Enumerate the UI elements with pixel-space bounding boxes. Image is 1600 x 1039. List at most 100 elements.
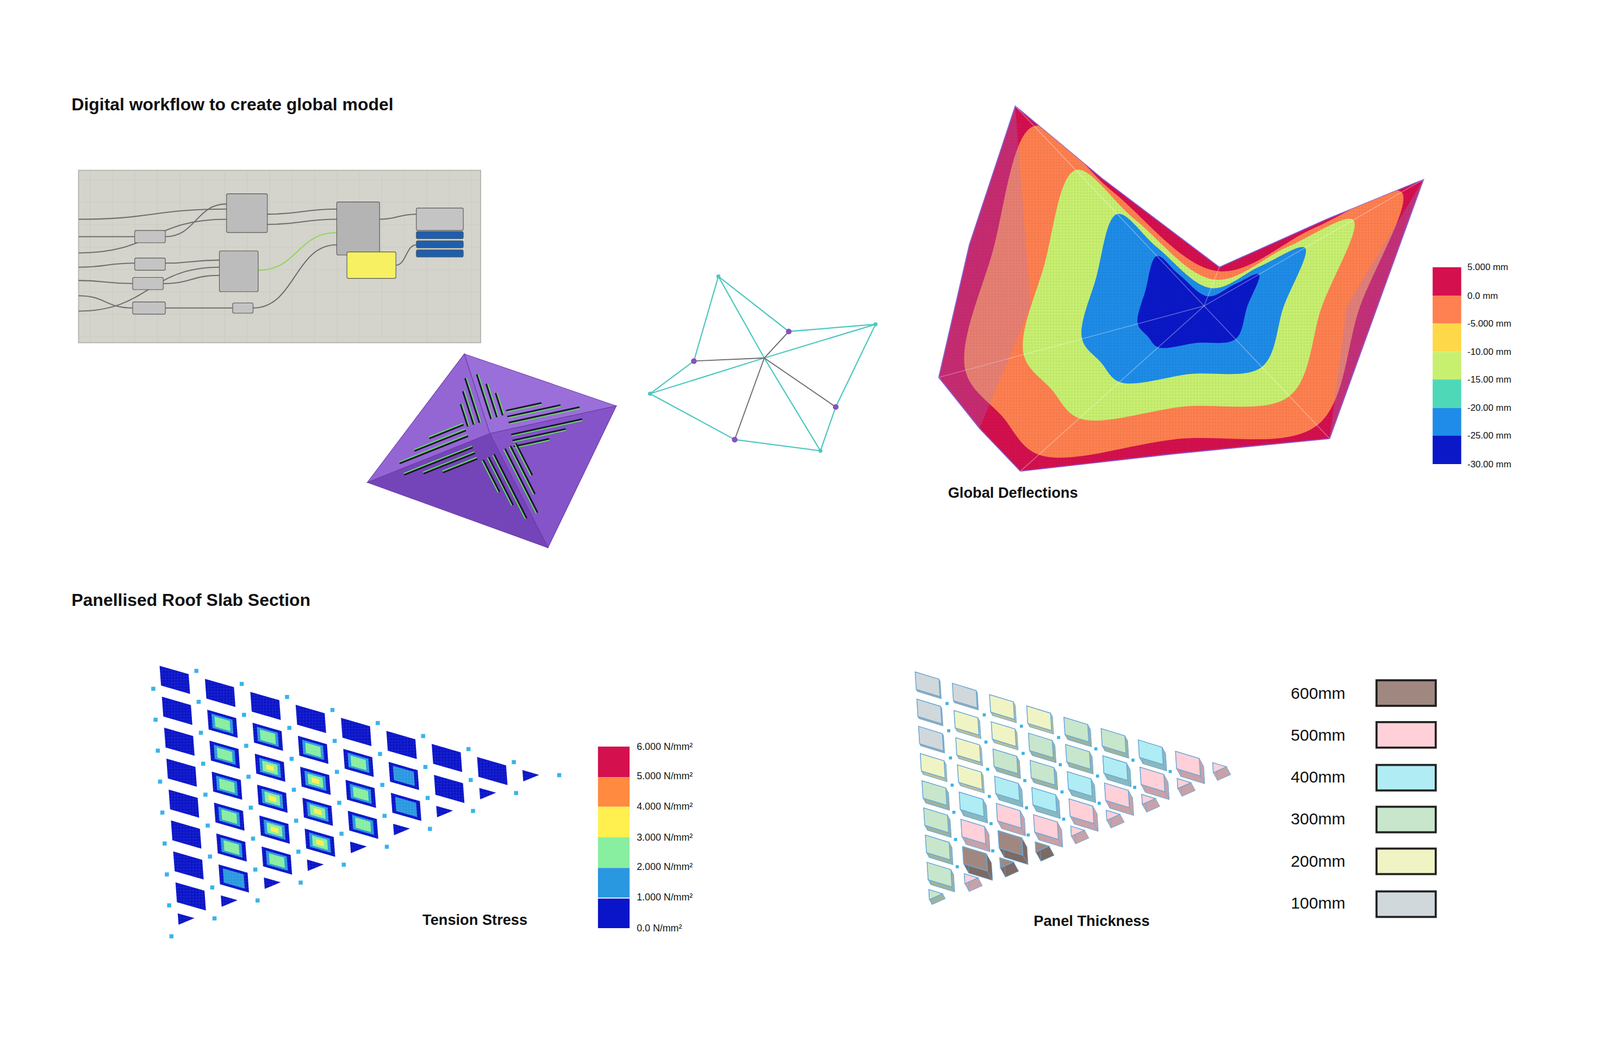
panel-top xyxy=(914,672,940,697)
node-dot xyxy=(210,885,215,890)
roof-slot-light xyxy=(496,392,504,415)
scale-label: -30.00 mm xyxy=(1467,458,1512,470)
wire-point xyxy=(818,449,823,454)
wire-point xyxy=(690,358,697,365)
wire-point xyxy=(873,322,879,327)
stress-panel xyxy=(177,913,195,926)
stress-panel xyxy=(259,816,290,845)
node-dot xyxy=(341,862,347,868)
panel-top xyxy=(1106,810,1120,821)
node-dot xyxy=(212,916,217,921)
wire-member xyxy=(718,276,764,359)
component-box xyxy=(416,231,464,239)
stress-panel xyxy=(166,758,197,788)
node-dot xyxy=(153,718,158,723)
roof-slot xyxy=(428,424,464,439)
panel-top xyxy=(998,830,1024,856)
node-dot xyxy=(1059,763,1063,767)
panel-top xyxy=(994,776,1020,801)
component-box xyxy=(336,202,380,256)
node-dot xyxy=(377,752,383,757)
panel-top xyxy=(918,726,944,752)
roof-slot-light xyxy=(466,377,481,423)
node-dot xyxy=(952,811,956,815)
stress-panel xyxy=(170,820,202,850)
fe-mesh xyxy=(388,762,420,791)
heading: Tension Stress xyxy=(422,911,528,929)
heading: Global Deflections xyxy=(948,484,1079,502)
node-dot xyxy=(1023,779,1027,783)
fe-mesh xyxy=(350,842,367,854)
roof-model xyxy=(367,353,617,549)
panel-top xyxy=(926,862,952,888)
panel-top xyxy=(1141,794,1156,806)
component-box xyxy=(134,230,166,244)
stress-panel xyxy=(162,696,193,726)
fe-mesh xyxy=(170,820,202,850)
fe-mesh xyxy=(220,895,238,908)
component-box xyxy=(134,258,166,271)
roof-slot-light xyxy=(514,440,550,448)
legend-swatch xyxy=(1432,379,1462,408)
legend-swatch xyxy=(1375,721,1437,750)
roof-face xyxy=(367,353,490,483)
fe-mesh xyxy=(263,878,281,890)
wire xyxy=(252,244,337,308)
roof-slot xyxy=(465,378,480,423)
stress-panel xyxy=(307,860,325,872)
panel-top xyxy=(1070,826,1085,837)
fe-mesh xyxy=(211,772,242,801)
heading: Panel Thickness xyxy=(1033,912,1150,930)
roof-slot xyxy=(508,407,580,423)
legend-label: 1.000 N/mm² xyxy=(636,892,693,904)
node-dot xyxy=(287,726,292,731)
fe-mesh xyxy=(307,860,325,872)
panel-top xyxy=(1212,762,1227,774)
node-dot xyxy=(1094,747,1098,751)
component-box xyxy=(416,208,464,231)
node-dot xyxy=(1021,752,1025,756)
roof-slot xyxy=(513,439,550,447)
node-dot xyxy=(169,934,174,939)
stress-panel xyxy=(164,727,195,757)
wire-point xyxy=(716,274,721,279)
node-dot xyxy=(1026,833,1030,838)
stress-panel xyxy=(218,864,249,894)
fe-mesh xyxy=(386,731,417,760)
legend-swatch xyxy=(598,868,630,899)
wire xyxy=(267,219,338,225)
wire-member xyxy=(734,358,764,440)
node-dot xyxy=(1168,770,1173,774)
node-dot xyxy=(991,849,995,854)
node-dot xyxy=(1056,736,1061,740)
roof-slot xyxy=(403,447,473,475)
node-dot xyxy=(382,814,388,819)
panel-top xyxy=(989,694,1015,720)
roof-slot-light xyxy=(428,423,464,438)
stress-panel xyxy=(347,811,379,840)
node-dot xyxy=(291,788,297,793)
node-dot xyxy=(423,765,428,770)
wire xyxy=(395,244,417,266)
fe-mesh xyxy=(252,723,284,752)
node-dot xyxy=(205,824,210,829)
node-dot xyxy=(989,822,993,826)
panel-top xyxy=(920,754,946,779)
fe-mesh xyxy=(297,736,329,765)
node-dot xyxy=(948,756,952,761)
node-dot xyxy=(246,775,251,780)
legend-label: -15.00 mm xyxy=(1467,374,1512,385)
node-dot xyxy=(514,791,519,796)
panel-top xyxy=(1026,706,1052,731)
fe-mesh xyxy=(304,829,335,858)
roof-slot-light xyxy=(403,446,472,474)
node-dot xyxy=(1097,801,1101,806)
wire-member xyxy=(693,358,765,362)
fold-line xyxy=(1015,106,1205,307)
heading: Panellised Roof Slab Section xyxy=(71,590,311,612)
node-dot xyxy=(380,783,385,788)
component-box xyxy=(346,252,396,279)
panel-top xyxy=(959,792,985,818)
node-dot xyxy=(1060,791,1064,795)
panel-top xyxy=(1063,717,1089,743)
